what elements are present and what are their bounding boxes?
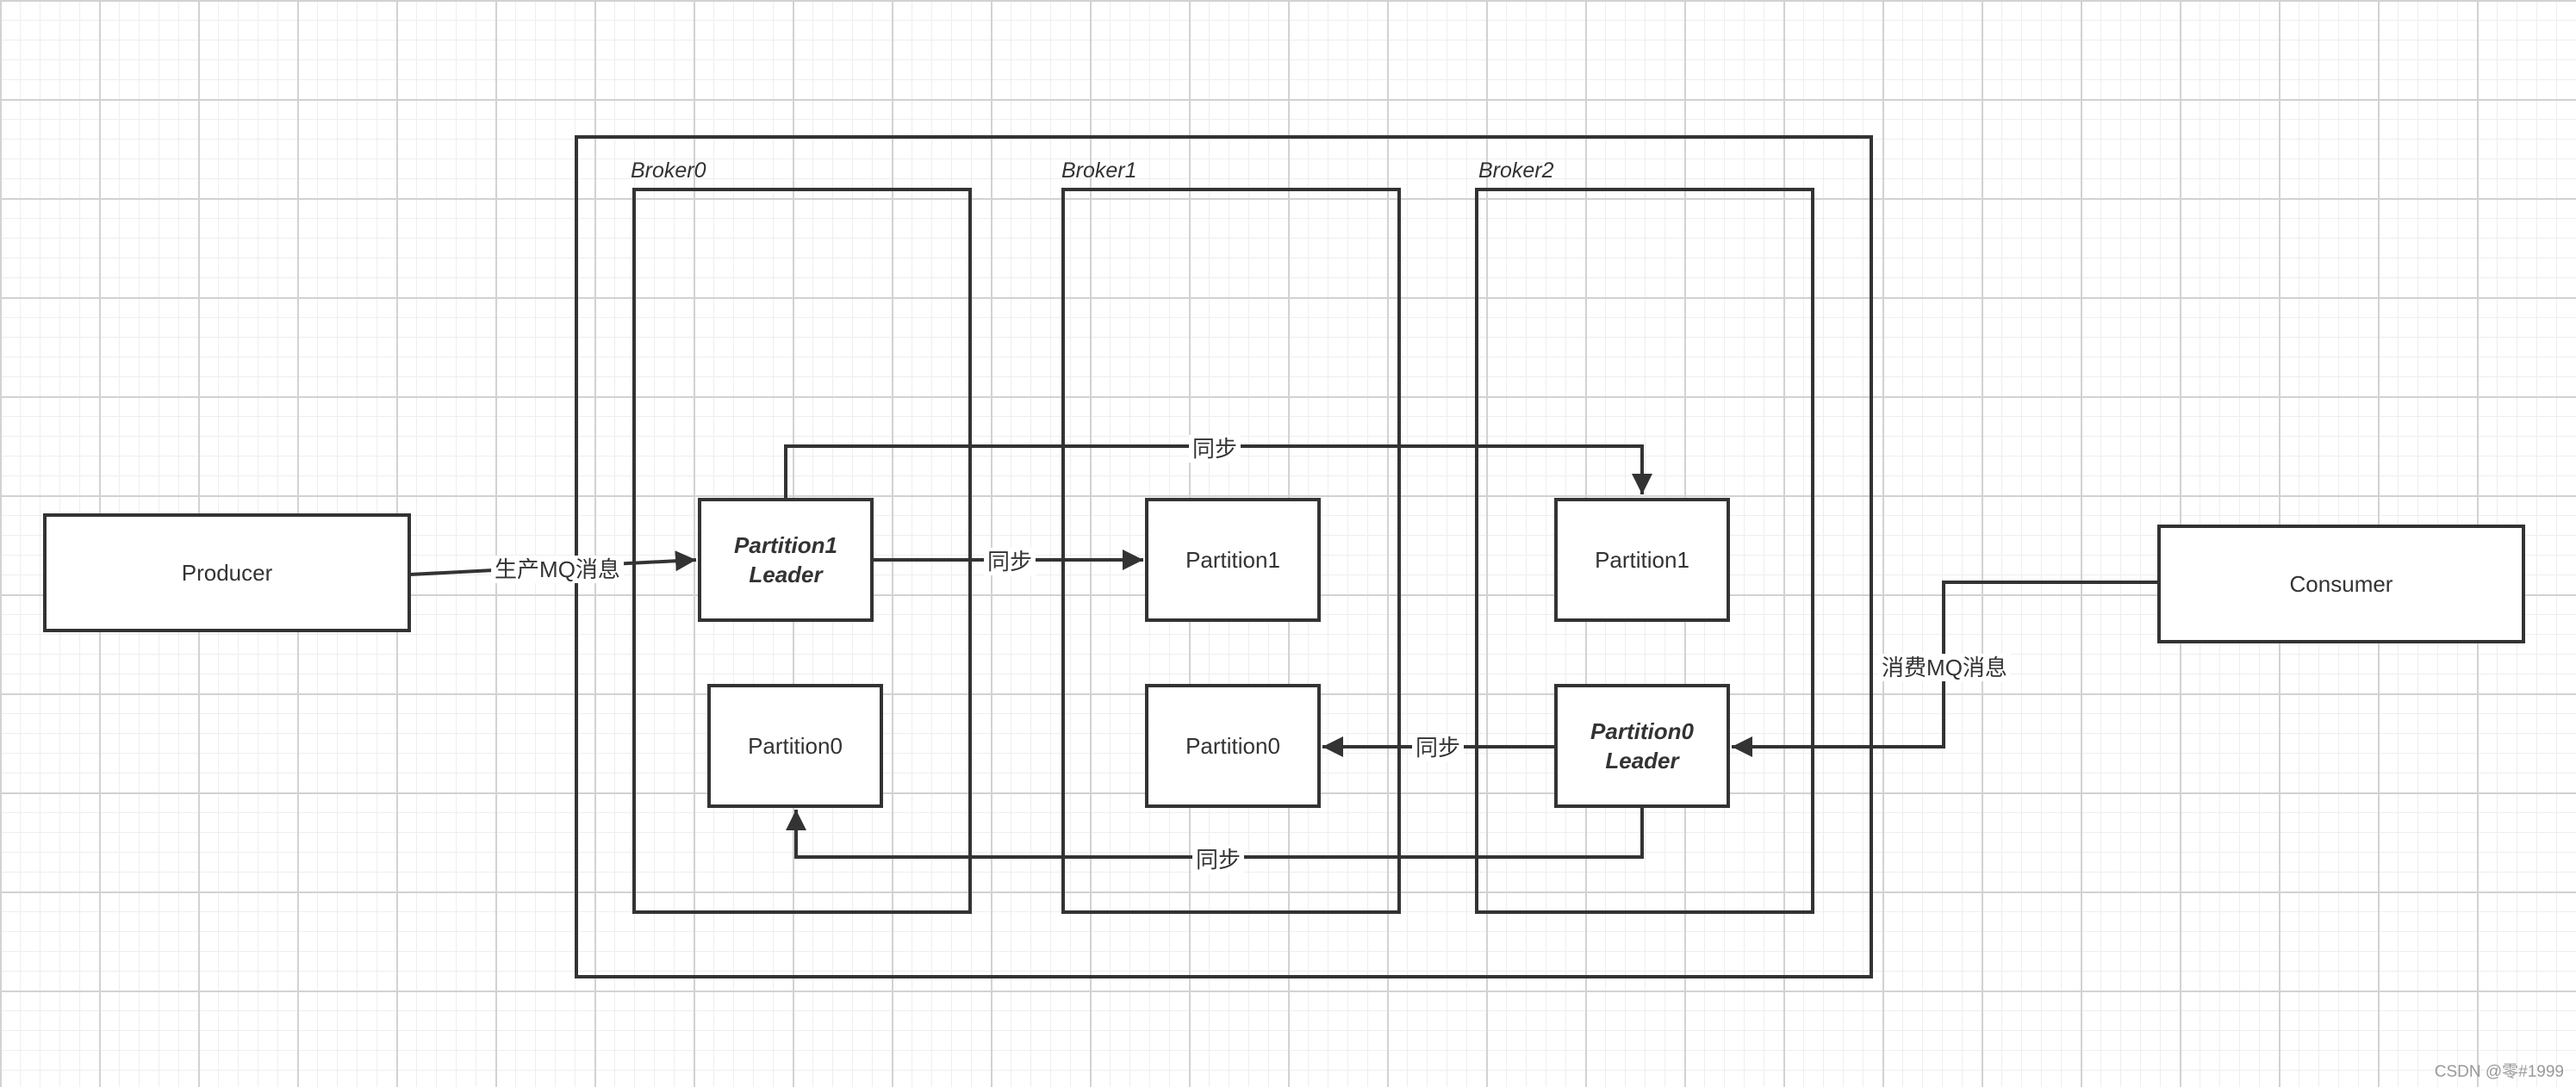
broker2-partition0-role: Leader [1605, 748, 1679, 773]
broker2-container[interactable] [1475, 188, 1814, 914]
sync-p0-broker1-label: 同步 [1411, 734, 1465, 761]
broker2-partition1[interactable]: Partition1 [1554, 498, 1730, 622]
producer-node[interactable]: Producer [43, 513, 411, 632]
sync-p1-broker1-label: 同步 [983, 548, 1036, 575]
broker0-partition1-leader[interactable]: Partition1 Leader [698, 498, 874, 622]
produce-label: 生产MQ消息 [491, 556, 624, 583]
broker0-partition1-name: Partition1 [734, 532, 837, 558]
broker0-partition0-name: Partition0 [748, 733, 843, 759]
producer-label: Producer [181, 560, 273, 586]
broker0-title: Broker0 [631, 158, 706, 183]
broker1-partition0-name: Partition0 [1185, 733, 1280, 759]
broker1-container[interactable] [1061, 188, 1401, 914]
broker1-partition0[interactable]: Partition0 [1145, 684, 1321, 808]
broker2-partition0-name: Partition0 [1590, 718, 1694, 744]
sync-p0-broker0-label: 同步 [1192, 846, 1245, 873]
csdn-watermark: CSDN @零#1999 [2434, 1063, 2564, 1081]
broker2-partition0-leader[interactable]: Partition0 Leader [1554, 684, 1730, 808]
consumer-node[interactable]: Consumer [2157, 525, 2525, 643]
broker1-partition1[interactable]: Partition1 [1145, 498, 1321, 622]
broker2-partition1-name: Partition1 [1595, 547, 1689, 573]
sync-p1-broker2-label: 同步 [1188, 435, 1241, 463]
consumer-label: Consumer [2289, 571, 2393, 597]
broker2-title: Broker2 [1478, 158, 1554, 183]
broker1-partition1-name: Partition1 [1185, 547, 1280, 573]
broker0-partition0[interactable]: Partition0 [707, 684, 883, 808]
consume-label: 消费MQ消息 [1878, 654, 2011, 681]
broker0-partition1-role: Leader [749, 562, 823, 587]
broker0-container[interactable] [632, 188, 972, 914]
broker1-title: Broker1 [1061, 158, 1137, 183]
